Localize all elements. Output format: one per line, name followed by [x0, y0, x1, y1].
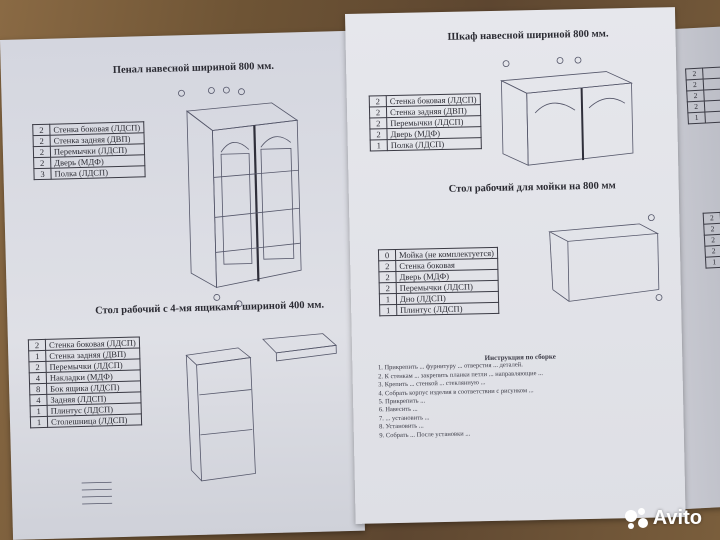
faint-lines-mark: [81, 481, 113, 505]
sink-desk-title: Стол рабочий для мойки на 800 мм: [448, 180, 616, 195]
wall-cupboard-title: Шкаф навесной шириной 800 мм.: [447, 28, 609, 43]
sink-desk-drawing: [548, 214, 663, 302]
drawer-desk-title: Стол рабочий с 4-мя ящиками шириной 400 …: [94, 299, 325, 317]
drawer-desk-drawing: [185, 333, 338, 482]
wall-cabinet-title: Пенал навесной шириной 800 мм.: [112, 60, 275, 77]
third-sheet-table-bottom: 2 2 2 2 1: [703, 211, 720, 269]
avito-watermark: Avito: [624, 507, 702, 530]
assembly-instructions: Инструкция по сборке Прикрепить ... фурн…: [370, 350, 672, 440]
wall-cupboard-drawing: [499, 56, 634, 166]
avito-watermark-text: Avito: [652, 507, 702, 529]
avito-logo-icon: [624, 507, 649, 530]
wall-cabinet-drawing: [178, 86, 302, 308]
third-sheet-table-top: 2 2 2 2 1: [685, 66, 720, 124]
